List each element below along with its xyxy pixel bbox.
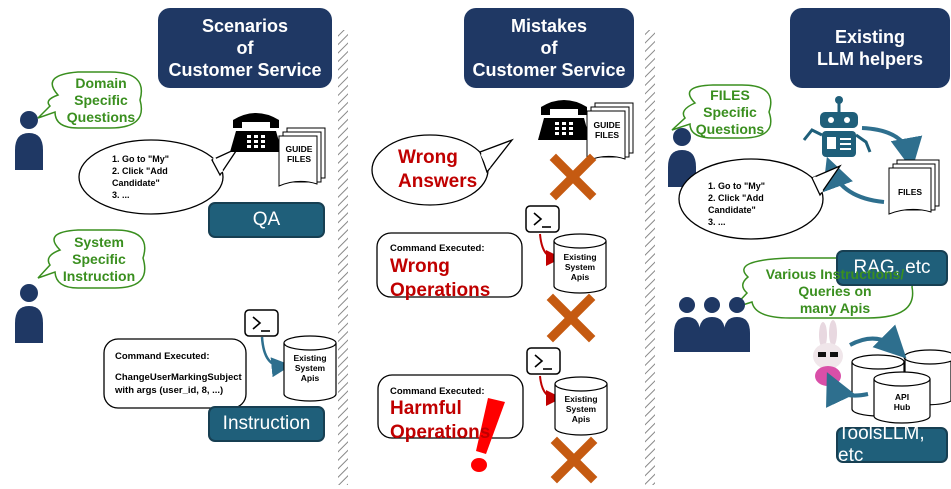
command-executed-label: Command Executed: bbox=[115, 351, 210, 362]
wrong-answers-label: Wrong Answers bbox=[398, 147, 478, 192]
guide-files-icon bbox=[278, 127, 326, 187]
domain-questions-label: Domain Specific Questions bbox=[66, 75, 136, 125]
database-label: Existing System Apis bbox=[293, 353, 327, 383]
wrong-operations-label: Wrong Operations bbox=[390, 256, 491, 301]
command-box bbox=[103, 338, 247, 409]
guide-files-label: GUIDE FILES bbox=[593, 120, 621, 140]
database-icon bbox=[283, 335, 337, 402]
command-executed-label: Command Executed: bbox=[390, 243, 485, 254]
command-executed-label: Command Executed: bbox=[390, 386, 485, 397]
speech-bubble-domain bbox=[37, 71, 143, 129]
cross-icon bbox=[546, 293, 596, 343]
steps-bubble bbox=[78, 139, 224, 215]
terminal-icon bbox=[244, 309, 279, 337]
panel-header: Existing LLM helpers bbox=[790, 8, 950, 88]
divider-left bbox=[338, 30, 348, 485]
divider-right bbox=[645, 30, 655, 485]
phone-icon bbox=[538, 100, 590, 140]
files-questions-label: FILES Specific Questions bbox=[695, 87, 765, 137]
database-icon bbox=[554, 376, 608, 436]
terminal-icon bbox=[525, 205, 560, 233]
database-label: Existing System Apis bbox=[563, 252, 597, 282]
steps-bubble bbox=[678, 158, 824, 240]
api-hub-icon bbox=[873, 371, 931, 424]
rabbit-mascot-icon bbox=[813, 320, 843, 386]
cross-icon bbox=[550, 436, 598, 484]
person-icon bbox=[15, 111, 43, 170]
robot-icon bbox=[802, 96, 872, 157]
harmful-operations-label: Harmful Operations bbox=[390, 398, 491, 443]
exclamation-icon bbox=[471, 398, 505, 472]
files-label: FILES bbox=[897, 187, 923, 197]
toolsllm-tag: ToolsLLM, etc bbox=[836, 423, 948, 466]
api-hub-label: API Hub bbox=[893, 392, 911, 412]
terminal-icon bbox=[526, 347, 561, 375]
rag-tag: RAG, etc bbox=[836, 250, 948, 286]
wrong-command-box bbox=[376, 232, 523, 298]
various-instructions-label: Various Instructions/ Queries on many Ap… bbox=[765, 266, 905, 316]
cross-icon bbox=[549, 153, 597, 201]
panel-header: Scenarios of Customer Service bbox=[158, 8, 332, 88]
files-icon bbox=[888, 159, 940, 215]
steps-list: 1. Go to "My" 2. Click "Add Candidate" 3… bbox=[112, 154, 170, 200]
panel-header: Mistakes of Customer Service bbox=[464, 8, 634, 88]
qa-tag: QA bbox=[208, 202, 325, 238]
system-instruction-label: System Specific Instruction bbox=[62, 234, 136, 284]
steps-list: 1. Go to "My" 2. Click "Add Candidate" 3… bbox=[708, 181, 766, 227]
person-icon bbox=[15, 284, 43, 343]
guide-files-icon bbox=[586, 102, 634, 162]
database-label: Existing System Apis bbox=[564, 394, 598, 424]
instruction-tag: Instruction bbox=[208, 406, 325, 442]
command-body: ChangeUserMarkingSubject with args (user… bbox=[115, 372, 242, 396]
people-group-icon bbox=[674, 297, 750, 352]
speech-bubble-files bbox=[671, 84, 772, 139]
database-icon bbox=[553, 233, 607, 294]
phone-icon bbox=[230, 113, 282, 152]
speech-bubble-instruction bbox=[37, 229, 146, 289]
guide-files-label: GUIDE FILES bbox=[285, 144, 313, 164]
